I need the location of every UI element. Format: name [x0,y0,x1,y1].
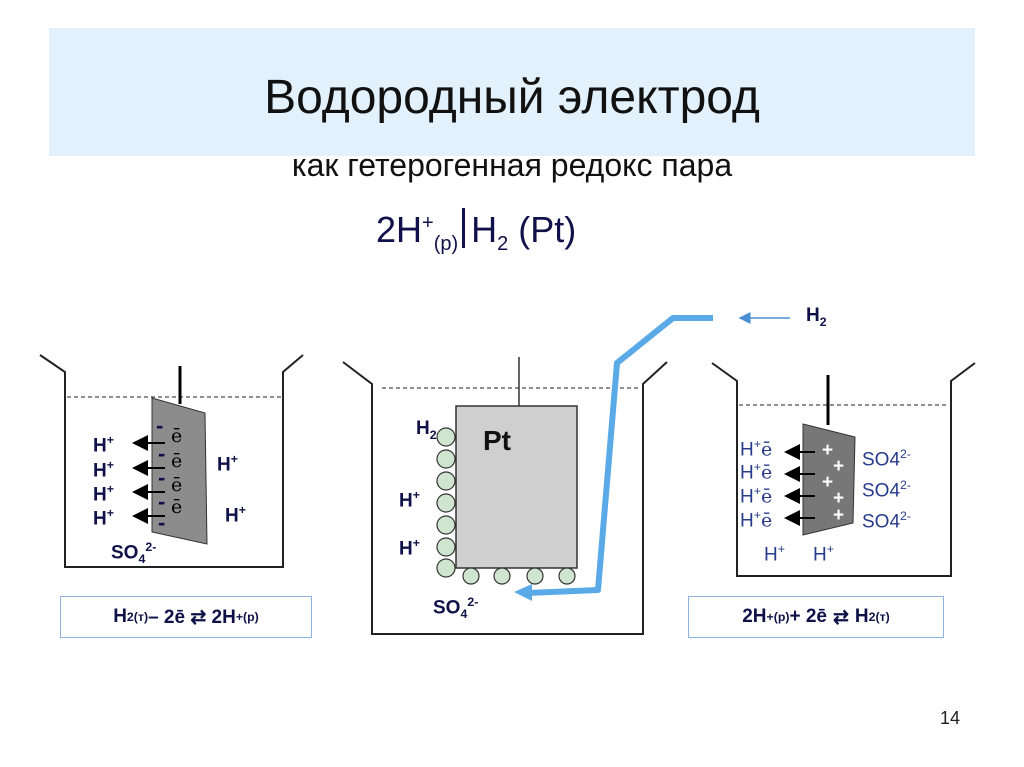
left-electron: ē [171,474,183,496]
left-electron: ē [171,425,183,447]
redox-pair-formula: 2H+(р)H2 (Pt) [376,208,577,256]
right-h-ion: H+ [813,542,834,566]
right-h-ion: H+ē [740,484,773,508]
middle-sulfate-ion: SO42- [433,595,479,622]
middle-h2-label: H2 [416,418,437,442]
right-plate-plus: + [833,456,845,477]
right-plate-plus: + [822,472,834,493]
left-ion-arrows [132,435,165,524]
right-h-ion: H+ē [740,460,773,484]
left-minus-top: - [156,413,164,438]
left-minus: - [158,489,166,514]
left-electrode-plate [151,397,208,545]
left-electron: ē [171,450,183,472]
right-sulfate-ion: SO42- [862,478,912,502]
left-minus: - [158,510,166,535]
middle-h-ion: H+ [399,536,420,560]
left-beaker [39,354,304,568]
left-h-ion: H+ [225,503,246,527]
title-band [49,28,975,156]
slide-title: Водородный электрод [264,71,760,124]
left-electron: ē [171,496,183,518]
gas-tube-arrowhead [514,584,532,601]
gas-h2-label: H2 [806,305,827,329]
right-plate-plus: + [822,440,834,461]
right-electrode-plate [802,423,856,536]
right-sulfate-ion: SO42- [862,509,912,533]
left-h-ion: H+ [93,433,114,457]
left-h-ion: H+ [217,452,238,476]
right-h-ion: H+ē [740,437,773,461]
left-minus: - [158,441,166,466]
platinum-plate [455,405,578,569]
phase-boundary-bar [462,208,466,248]
left-minus: - [158,465,166,490]
left-h-ion: H+ [93,506,114,530]
hydrogen-gas-tube [527,315,713,596]
right-h-ion: H+ [764,542,785,566]
middle-h-ion: H+ [399,488,420,512]
left-h-ion: H+ [93,458,114,482]
middle-beaker [342,361,668,635]
right-sulfate-ion: SO42- [862,447,912,471]
right-ion-arrows [784,444,815,526]
right-beaker [711,362,976,577]
right-h-ion: H+ē [740,508,773,532]
right-plate-plus: + [833,488,845,509]
page-number: 14 [940,708,961,728]
right-plate-plus: + [833,505,845,526]
hydrogen-bubbles [436,427,576,585]
left-h-ion: H+ [93,482,114,506]
slide-subtitle: как гетерогенная редокс пара [291,147,733,183]
platinum-label: Pt [483,425,511,456]
left-sulfate-ion: SO42- [111,540,157,567]
